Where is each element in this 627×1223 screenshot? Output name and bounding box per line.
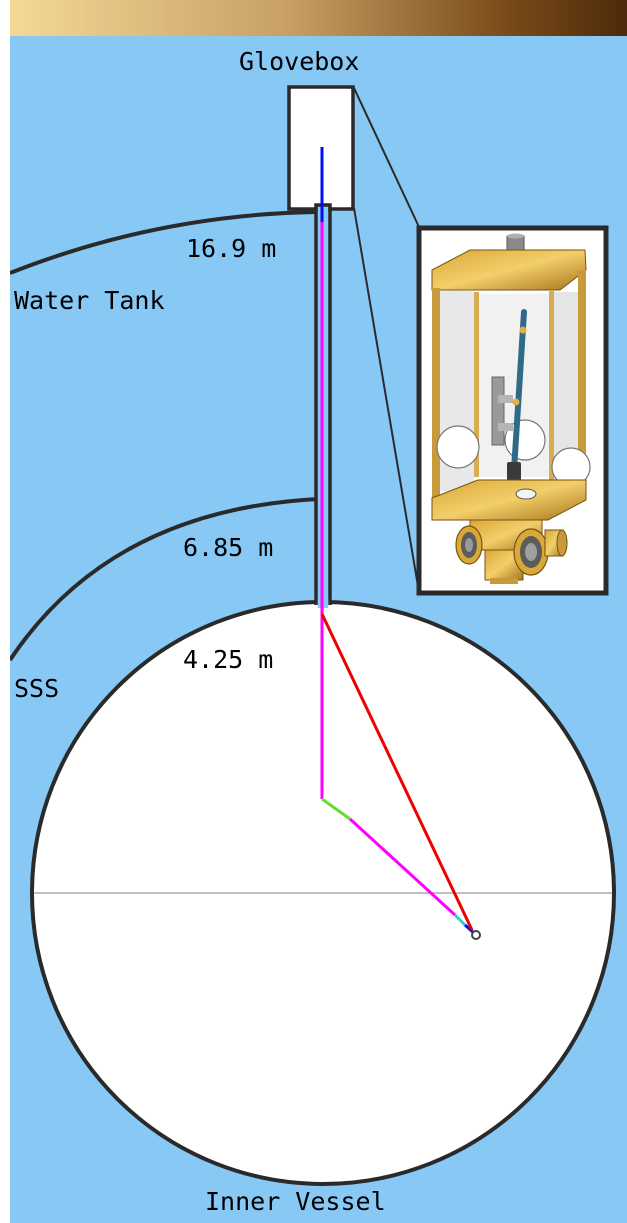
zoom-line-bottom: [353, 207, 420, 593]
source-position-marker: [471, 930, 481, 940]
sss-label: SSS: [14, 674, 59, 703]
sss-boundary: [10, 497, 319, 662]
glovebox-inset: [416, 225, 609, 596]
path-magenta-diagonal: [348, 817, 457, 917]
zoom-line-top: [353, 87, 420, 228]
path-cyan-segment: [453, 913, 467, 927]
water-tank-boundary: [10, 210, 319, 275]
water-tank-label: Water Tank: [14, 286, 165, 315]
path-red-direct: [320, 613, 474, 931]
distance-label-6-85: 6.85 m: [183, 533, 273, 562]
inner-vessel-label: Inner Vessel: [205, 1187, 386, 1216]
distance-label-4-25: 4.25 m: [183, 645, 273, 674]
glovebox-label: Glovebox: [239, 47, 359, 76]
glovebox-calibration-system-render-icon: [431, 233, 591, 584]
path-green-segment: [321, 797, 351, 821]
distance-label-16-9: 16.9 m: [186, 234, 276, 263]
top-gradient-bar: [10, 0, 627, 36]
